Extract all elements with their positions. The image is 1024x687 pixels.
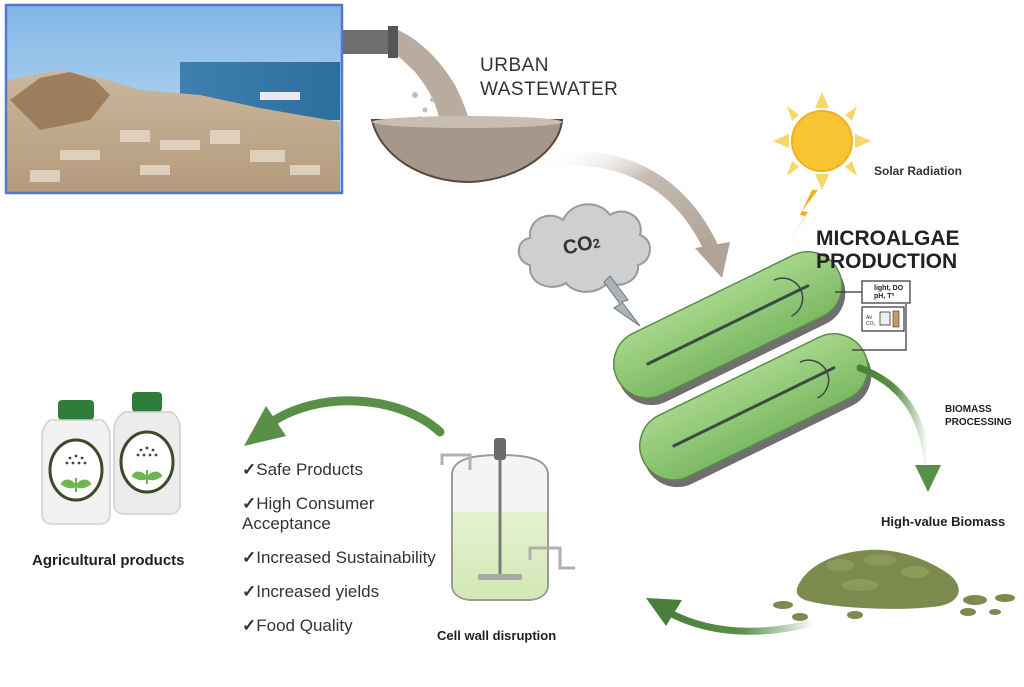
co2-arrow: [603, 275, 641, 327]
check-icon: ✓: [242, 616, 257, 635]
biomass-processing-line1: BIOMASS: [945, 404, 992, 415]
agricultural-products-label: Agricultural products: [32, 552, 185, 569]
biomass-to-disruption-arrowhead: [646, 598, 682, 626]
benefit-item: ✓Food Quality: [242, 616, 442, 636]
biomass-processing-line2: PROCESSING: [945, 417, 1012, 428]
benefit-item: ✓Safe Products: [242, 460, 442, 480]
co2-text: CO: [561, 231, 595, 260]
microalgae-line1: MICROALGAE: [816, 227, 960, 250]
bioreactor-icon: [440, 438, 575, 601]
sensor-line1: light, DO: [874, 285, 904, 292]
cell-wall-disruption-label: Cell wall disruption: [437, 628, 557, 643]
check-icon: ✓: [242, 494, 257, 513]
benefit-text: Increased Sustainability: [256, 548, 436, 567]
sun-icon: [773, 92, 871, 190]
biomass-processing-label: BIOMASS PROCESSING: [945, 403, 1012, 429]
check-icon: ✓: [242, 548, 257, 567]
urban-wastewater-label: URBAN WASTEWATER: [480, 54, 618, 102]
check-icon: ✓: [242, 460, 257, 479]
benefit-item: ✓Increased Sustainability: [242, 548, 442, 568]
sensor-air: Air: [866, 315, 873, 321]
flow-arrow-wastewater: [537, 150, 720, 258]
benefit-text: High Consumer Acceptance: [242, 494, 375, 533]
biomass-pile-icon: [773, 549, 1015, 621]
high-value-biomass-label: High-value Biomass: [881, 514, 1006, 529]
urban-wastewater-line2: WASTEWATER: [480, 79, 619, 100]
sensor-box-icon: [835, 280, 911, 351]
city-photo: [4, 3, 344, 195]
flow-arrowhead-wastewater: [695, 242, 730, 278]
sensor-line2: pH, Tª: [874, 293, 895, 300]
benefit-text: Food Quality: [256, 616, 353, 635]
benefits-list: ✓Safe Products ✓High Consumer Acceptance…: [242, 460, 442, 650]
microalgae-production-label: MICROALGAE PRODUCTION: [816, 227, 960, 273]
sensor-readout-label: light, DO pH, Tª: [874, 285, 903, 301]
sensor-co2: CO₂: [866, 321, 876, 327]
raceway-pond-icon: [613, 251, 872, 488]
microalgae-line2: PRODUCTION: [816, 250, 958, 273]
co2-cloud-icon: [517, 203, 651, 293]
biomass-processing-arrowhead: [915, 465, 941, 492]
biomass-to-disruption-arrow: [664, 608, 819, 635]
check-icon: ✓: [242, 582, 257, 601]
benefit-item: ✓Increased yields: [242, 582, 442, 602]
solar-ray-arrow: [790, 190, 818, 240]
urban-wastewater-line1: URBAN: [480, 55, 550, 76]
disruption-to-products-arrowhead: [244, 406, 286, 446]
benefit-text: Safe Products: [256, 460, 364, 479]
fertilizer-bottle-icon: [41, 392, 181, 525]
disruption-to-products-arrow: [267, 396, 445, 437]
benefit-text: Increased yields: [256, 582, 380, 601]
benefit-item: ✓High Consumer Acceptance: [242, 494, 442, 534]
settling-tank-icon: [370, 116, 564, 184]
wastewater-pipe-icon: [343, 26, 470, 128]
biomass-processing-arrow: [856, 364, 932, 474]
solar-radiation-label: Solar Radiation: [874, 164, 963, 178]
sensor-air-co2-label: Air CO₂: [866, 315, 875, 327]
